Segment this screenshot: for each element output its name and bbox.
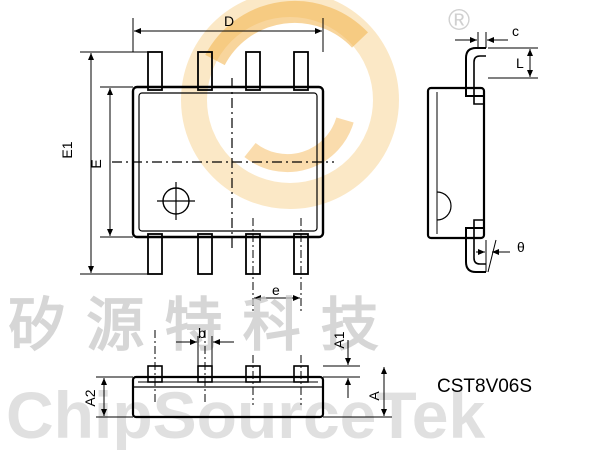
dim-label-b: b — [198, 325, 206, 341]
dim-label-e1: E1 — [59, 141, 75, 158]
dim-label-l: L — [516, 55, 524, 71]
side-view — [426, 32, 538, 273]
top-view — [80, 18, 334, 312]
top-pin-2 — [197, 51, 213, 91]
watermark-logo — [181, 0, 399, 209]
top-pin-4 — [293, 51, 309, 91]
part-number: CST8V06S — [437, 376, 532, 397]
bottom-pin-1 — [147, 233, 163, 275]
dim-label-pitch-e: e — [272, 282, 280, 298]
front-body — [131, 375, 325, 419]
dim-label-a2: A2 — [82, 389, 98, 406]
dim-label-theta: θ — [517, 239, 525, 255]
dim-label-a1: A1 — [331, 331, 347, 348]
registered-mark: ® — [448, 4, 470, 37]
watermark-chinese: 矽 源 特 科 技 — [8, 291, 379, 359]
watermark-english: ChipSourceTek — [6, 378, 486, 450]
dim-label-d: D — [224, 13, 234, 29]
top-pin-3 — [245, 51, 261, 91]
top-pin-1 — [147, 51, 163, 91]
dim-label-a: A — [366, 391, 382, 401]
bottom-pin-2 — [197, 233, 213, 275]
front-view — [96, 330, 392, 419]
dim-label-e: E — [88, 159, 104, 168]
dim-label-c: c — [512, 23, 519, 39]
side-body — [426, 86, 486, 240]
